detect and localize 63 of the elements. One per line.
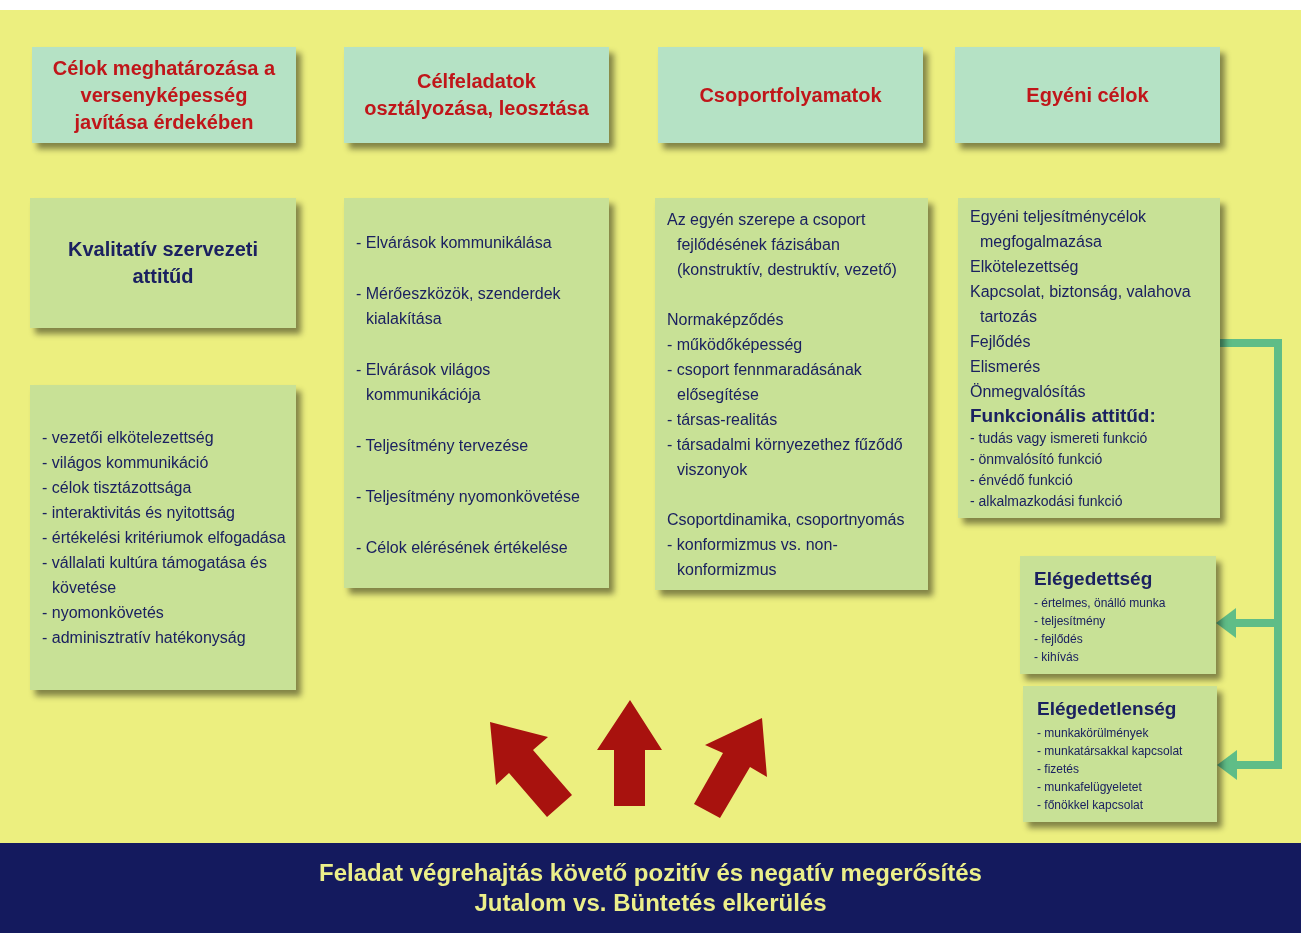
header-box bbox=[658, 47, 923, 143]
list-item: - társas-realitás bbox=[667, 409, 779, 430]
list-box bbox=[655, 198, 928, 590]
list-box bbox=[30, 385, 296, 690]
list-item: - munkafelügyeletet bbox=[1037, 779, 1143, 796]
list-box bbox=[344, 198, 609, 588]
footer-band bbox=[0, 843, 1301, 933]
list-item: - Célok elérésének értékelése bbox=[356, 538, 569, 558]
header-title: Egyéni célok bbox=[1026, 82, 1149, 108]
list-item: - Elvárások kommunikálása bbox=[356, 233, 553, 253]
header-title: Célfeladatok osztályozása, leosztása bbox=[363, 69, 590, 121]
banner-text: Jutalom vs. Büntetés elkerülés bbox=[474, 888, 827, 918]
header-box bbox=[344, 47, 609, 143]
list-item: - tudás vagy ismereti funkció bbox=[970, 429, 1149, 448]
list-item: Elkötelezettség bbox=[970, 257, 1080, 277]
list-item: - nyomonkövetés bbox=[42, 603, 165, 623]
list-item: - értékelési kritériumok elfogadása bbox=[42, 528, 287, 548]
list-item: - konformizmus vs. non-konformizmus bbox=[667, 534, 839, 580]
list-item: - Mérőeszközök, szenderdek kialakítása bbox=[356, 284, 562, 329]
list-item: Az egyén szerepe a csoport fejlődésének fázisában (konstruktív, destruktív, vezető) bbox=[667, 209, 898, 280]
list-item: - adminisztratív hatékonyság bbox=[42, 628, 247, 648]
list-item: - működőképesség bbox=[667, 334, 804, 355]
list-item: - Elvárások világos kommunikációja bbox=[356, 360, 492, 405]
list-item: - vállalati kultúra támogatása és követése bbox=[42, 553, 268, 598]
process-box bbox=[30, 198, 296, 328]
header-title: Célok meghatározása a versenyképesség javítása érdekében bbox=[51, 55, 277, 135]
list-item: - önmvalósító funkció bbox=[970, 450, 1104, 469]
list-item: - teljesítmény bbox=[1034, 613, 1107, 630]
list-item: - vezetői elkötelezettség bbox=[42, 428, 215, 448]
list-item: - társadalmi környezethez fűződő viszonyok bbox=[667, 434, 904, 480]
list-item: - világos kommunikáció bbox=[42, 453, 210, 473]
list-item: - munkatársakkal kapcsolat bbox=[1037, 743, 1184, 760]
header-box bbox=[32, 47, 296, 143]
list-box bbox=[958, 198, 1220, 518]
list-item: - Teljesítmény nyomonkövetése bbox=[356, 487, 581, 507]
list-item: - célok tisztázottsága bbox=[42, 478, 193, 498]
box-title: Kvalitatív szervezeti attitűd bbox=[66, 237, 260, 289]
list-item: - fejlődés bbox=[1034, 631, 1084, 648]
section-heading: Elégedettség bbox=[1034, 567, 1154, 591]
list-item: - munkakörülmények bbox=[1037, 725, 1150, 742]
list-item: Elismerés bbox=[970, 357, 1042, 377]
list-item: - énvédő funkció bbox=[970, 471, 1074, 490]
list-item: - alkalmazkodási funkció bbox=[970, 492, 1124, 511]
list-box bbox=[1020, 556, 1216, 674]
list-item: - kihívás bbox=[1034, 649, 1080, 666]
section-heading: Elégedetlenség bbox=[1037, 697, 1178, 721]
list-item: - Teljesítmény tervezése bbox=[356, 436, 530, 456]
list-item: Fejlődés bbox=[970, 332, 1032, 352]
list-item: - értelmes, önálló munka bbox=[1034, 595, 1167, 612]
header-box bbox=[955, 47, 1220, 143]
section-heading: Funkcionális attitűd: bbox=[970, 404, 1157, 428]
list-item: - interaktivitás és nyitottság bbox=[42, 503, 236, 523]
list-item: Egyéni teljesítménycélok megfogalmazása bbox=[970, 207, 1148, 252]
list-item: - főnökkel kapcsolat bbox=[1037, 797, 1145, 814]
list-item: - fizetés bbox=[1037, 761, 1080, 778]
list-item: Normaképződés bbox=[667, 309, 785, 330]
list-item: Csoportdinamika, csoportnyomás bbox=[667, 509, 906, 530]
list-box bbox=[1023, 686, 1217, 822]
list-item: - csoport fennmaradásának elősegítése bbox=[667, 359, 863, 405]
list-item: Kapcsolat, biztonság, valahova tartozás bbox=[970, 282, 1192, 327]
header-title: Csoportfolyamatok bbox=[699, 82, 882, 108]
banner-text: Feladat végrehajtás követő pozitív és negatív megerősítés bbox=[319, 858, 982, 888]
list-item: Önmegvalósítás bbox=[970, 382, 1087, 402]
